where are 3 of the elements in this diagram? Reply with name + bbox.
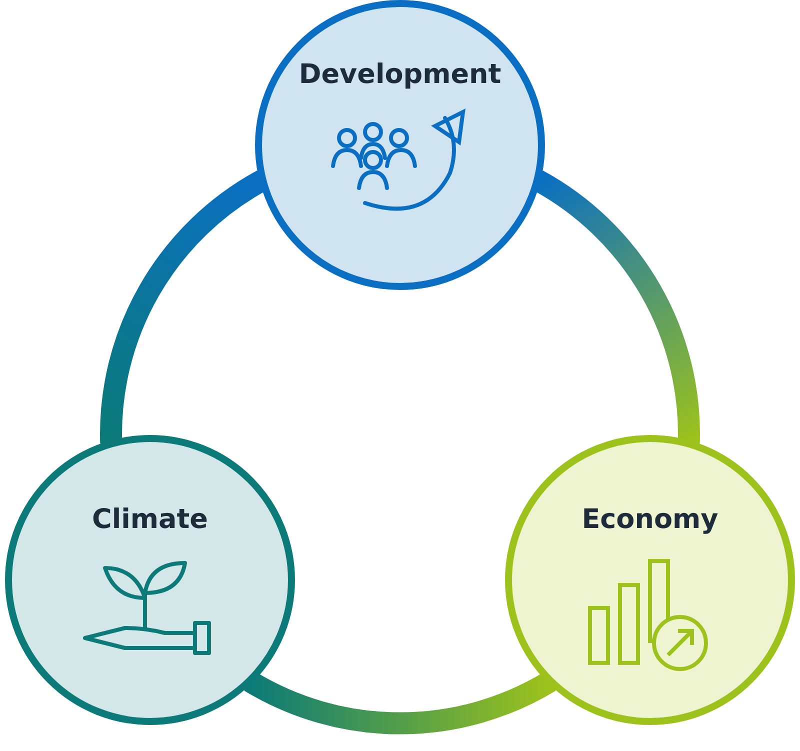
node-title: Economy — [582, 504, 718, 535]
node-title: Climate — [92, 504, 208, 535]
node-title: Development — [298, 59, 502, 90]
